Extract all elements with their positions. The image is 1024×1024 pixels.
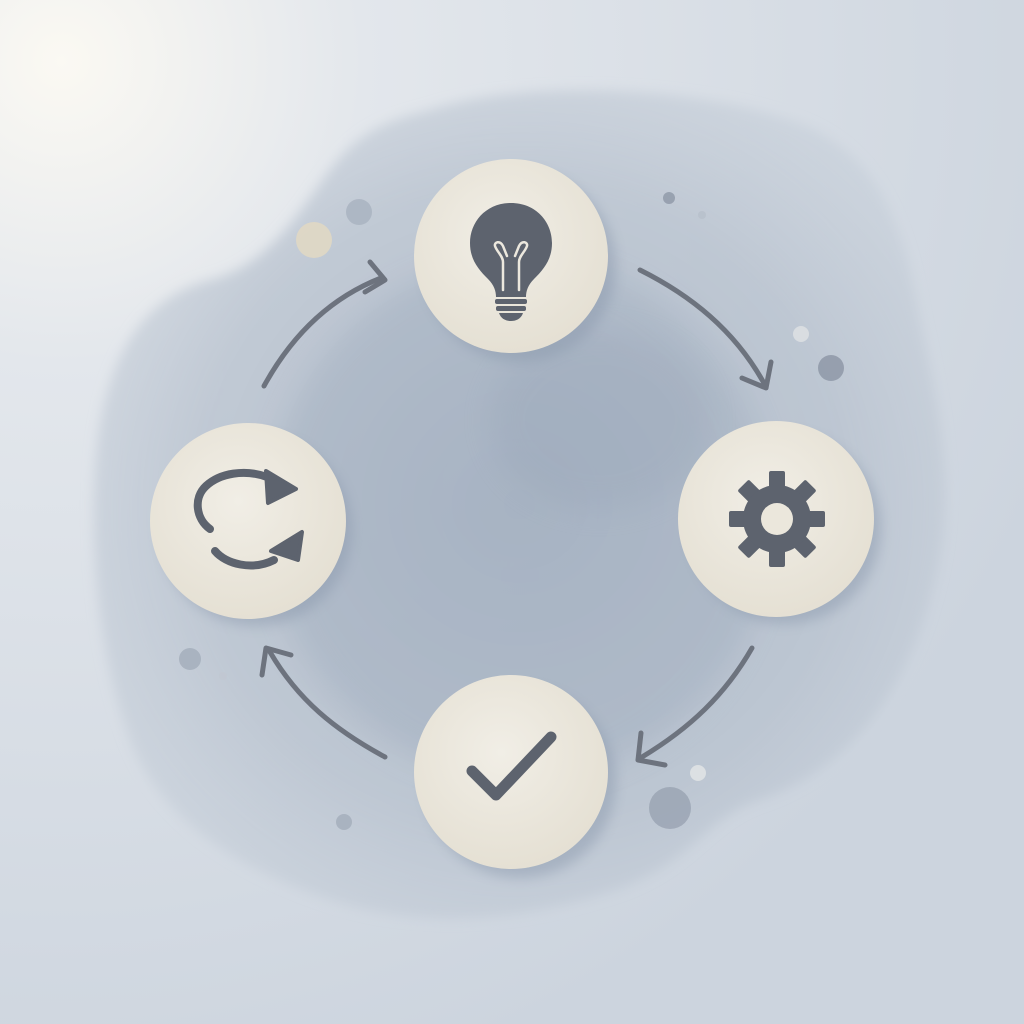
decorative-dots xyxy=(179,192,844,830)
arrow-process-to-complete xyxy=(635,645,755,768)
gear-icon xyxy=(729,471,825,567)
lightbulb-icon xyxy=(470,203,552,321)
node-repeat xyxy=(150,423,346,619)
arrow-complete-to-repeat xyxy=(259,645,388,760)
checkmark-icon xyxy=(466,731,557,801)
cycle-arrows xyxy=(259,259,774,768)
arrow-repeat-to-idea xyxy=(261,259,388,389)
node-idea xyxy=(414,159,608,353)
node-complete xyxy=(414,675,608,869)
watercolor-wash xyxy=(93,90,946,919)
arrow-idea-to-process xyxy=(637,267,774,391)
node-process xyxy=(678,421,874,617)
refresh-icon xyxy=(193,468,304,570)
